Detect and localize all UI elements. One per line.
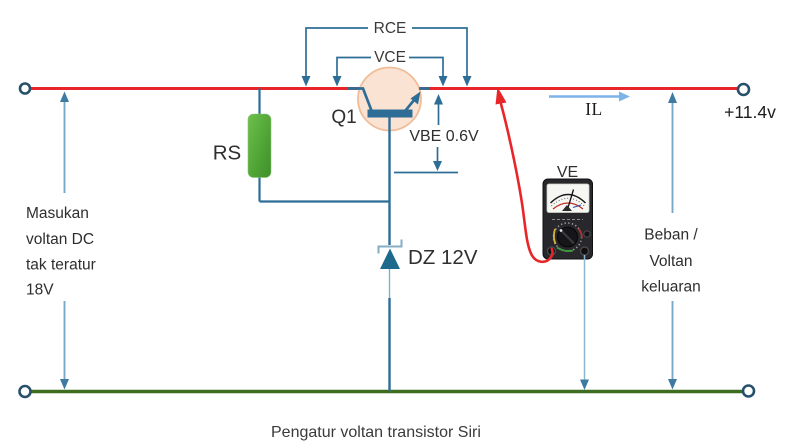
input-note: Masukan voltan DC tak teratur 18V xyxy=(26,205,96,299)
rce-bracket-right xyxy=(412,27,468,84)
output-note-line1: Beban / xyxy=(644,227,698,244)
rce-label: RCE xyxy=(374,20,407,37)
meter-dial-red-arc xyxy=(577,228,583,239)
diagram-caption: Pengatur voltan transistor Siri xyxy=(271,424,481,441)
meter-jack-bottom-right xyxy=(579,246,590,256)
base-bar xyxy=(367,109,413,118)
terminal-input-bottom xyxy=(18,384,32,399)
emitter-lead xyxy=(404,98,416,112)
meter-needle-pivot xyxy=(562,205,572,211)
probe-red-arrow xyxy=(495,87,507,105)
zener-bar xyxy=(377,239,403,254)
meter-knob-ridge xyxy=(560,229,575,245)
input-note-line1: Masukan xyxy=(26,205,89,222)
input-note-line2: voltan DC xyxy=(26,231,94,248)
probe-red-wire xyxy=(499,102,554,264)
vce-arrow-left xyxy=(332,76,342,87)
collector-lead xyxy=(348,87,373,111)
vce-bracket-left xyxy=(336,56,371,84)
rce-bracket-left xyxy=(305,27,368,84)
meter-scale-ticks xyxy=(551,197,585,207)
zener-triangle xyxy=(380,248,400,269)
emitter-arrow xyxy=(410,91,421,105)
meter-knob-pointer xyxy=(559,229,563,232)
output-range-arrow-down xyxy=(668,379,677,390)
output-voltage-label: +11.4v xyxy=(724,102,776,122)
ve-label: VE xyxy=(557,164,578,181)
input-note-line4: 18V xyxy=(26,282,54,299)
output-note: Beban / Voltan keluaran xyxy=(641,227,700,296)
vbe-up-arrow xyxy=(434,94,443,105)
meter-scale-arc xyxy=(549,193,587,204)
rce-arrow-left xyxy=(301,76,311,87)
rce-arrow-right xyxy=(462,76,472,87)
meter-blue-mark xyxy=(572,204,582,209)
vbe-down-arrow xyxy=(433,161,442,171)
multimeter xyxy=(542,178,593,260)
q1-label: Q1 xyxy=(331,107,356,128)
vce-label: VCE xyxy=(374,49,406,66)
input-note-line3: tak teratur xyxy=(26,257,96,274)
output-range-arrow-up xyxy=(668,92,677,103)
vce-bracket-right xyxy=(409,56,444,84)
dz-label: DZ 12V xyxy=(408,246,478,269)
meter-jack-right xyxy=(583,230,591,238)
vce-arrow-right xyxy=(438,76,448,87)
input-range-arrow-up xyxy=(60,91,69,102)
terminal-output-top xyxy=(736,82,751,97)
input-range-arrow-down xyxy=(60,379,69,390)
il-label: IL xyxy=(585,99,603,119)
output-note-line3: keluaran xyxy=(641,279,700,296)
meter-dial-yellow-arc xyxy=(552,228,557,245)
rs-label: RS xyxy=(213,142,241,165)
meter-dial-green-arc xyxy=(556,246,574,252)
meter-ground-arrow xyxy=(580,379,589,390)
meter-red-arc xyxy=(552,202,584,210)
vbe-label: VBE 0.6V xyxy=(409,128,479,145)
terminal-output-bottom xyxy=(741,384,756,398)
resistor-rs xyxy=(247,113,272,178)
zener-diode xyxy=(377,239,403,391)
terminal-input-top xyxy=(18,82,32,95)
il-arrow-head xyxy=(619,91,630,102)
output-note-line2: Voltan xyxy=(649,253,692,270)
